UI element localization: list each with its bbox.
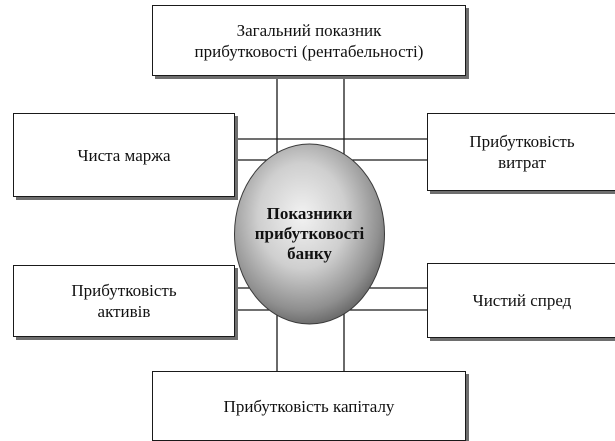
box-general-profitability: Загальний показник прибутковості (рентаб… <box>152 5 466 76</box>
box-net-margin-label: Чиста маржа <box>77 145 171 165</box>
box-net-spread-label: Чистий спред <box>472 291 572 310</box>
center-ellipse: Показники прибутковості банку <box>233 142 386 326</box>
box-cost-profitability: Прибутковість витрат <box>427 113 615 191</box>
center-ellipse-shape <box>234 143 385 325</box>
box-capital-profitability: Прибутковість капіталу <box>152 371 466 441</box>
box-net-spread: Чистий спред <box>427 263 615 338</box>
box-general-profitability-label: Загальний показник прибутковості (рентаб… <box>194 20 424 61</box>
box-net-margin: Чиста маржа <box>13 113 235 197</box>
box-asset-profitability: Прибутковість активів <box>13 265 235 337</box>
center-label: Показники прибутковості банку <box>254 204 365 263</box>
box-asset-profitability-label: Прибутковість активів <box>71 281 177 321</box>
box-capital-profitability-label: Прибутковість капіталу <box>223 396 395 416</box>
box-cost-profitability-label: Прибутковість витрат <box>469 132 575 172</box>
